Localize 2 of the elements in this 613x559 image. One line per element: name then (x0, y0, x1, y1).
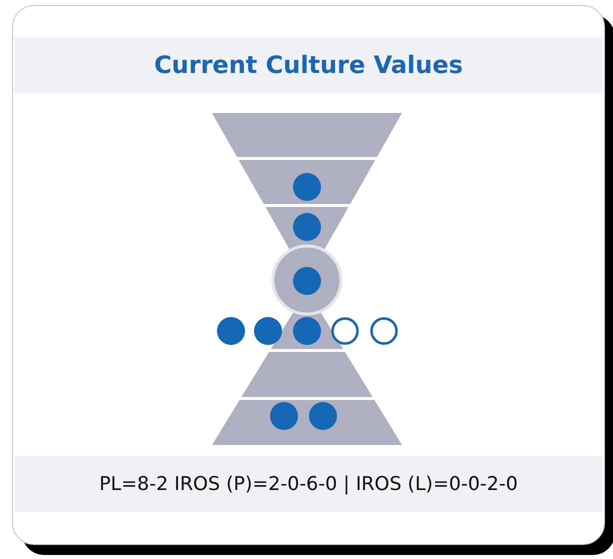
caption: PL=8-2 IROS (P)=2-0-6-0 | IROS (L)=0-0-2-0 (99, 473, 518, 495)
title: Current Culture Values (154, 51, 463, 79)
